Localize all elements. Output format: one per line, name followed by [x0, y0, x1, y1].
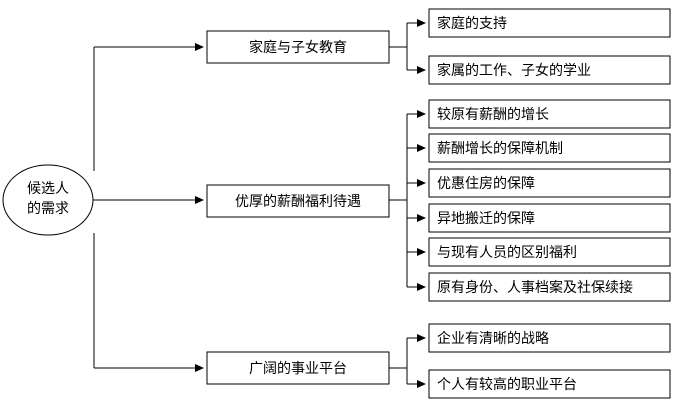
leaf-records-transfer: 原有身份、人事档案及社保续接 — [437, 279, 633, 296]
item-box — [428, 133, 671, 163]
item-box — [428, 237, 671, 267]
item-box — [428, 8, 671, 38]
branch-label: 优厚的薪酬福利待遇 — [235, 194, 361, 210]
leaf-career-platform: 个人有较高的职业平台 — [437, 376, 577, 393]
item-box — [428, 168, 671, 198]
branch-box — [206, 351, 390, 385]
branch-box — [206, 30, 390, 64]
root-label-line-2: 的需求 — [27, 201, 69, 217]
branch-compensation: 优厚的薪酬福利待遇 较原有薪酬的增长 薪酬增长的保障机制 优惠住房的保障 异地搬… — [206, 99, 671, 302]
branch-label: 家庭与子女教育 — [249, 39, 347, 56]
branch-family-education: 家庭与子女教育 家庭的支持 家属的工作、子女的学业 — [206, 8, 671, 85]
item-box — [428, 369, 671, 399]
item-box — [428, 55, 671, 85]
item-box — [428, 203, 671, 233]
branch-box — [206, 184, 390, 218]
root-connectors — [93, 43, 204, 372]
leaf-family-support: 家庭的支持 — [437, 15, 507, 32]
item-box — [428, 99, 671, 129]
leaf-relocation: 异地搬迁的保障 — [437, 211, 535, 227]
root-ellipse — [2, 164, 94, 236]
root-node: 候选人 的需求 — [2, 164, 94, 236]
item-box — [428, 272, 671, 302]
leaf-salary-increase: 较原有薪酬的增长 — [437, 107, 549, 123]
leaf-family-work-study: 家属的工作、子女的学业 — [437, 62, 591, 79]
item-box — [428, 323, 671, 353]
leaf-salary-guarantee: 薪酬增长的保障机制 — [437, 141, 563, 157]
branch-career-platform: 广阔的事业平台 企业有清晰的战略 个人有较高的职业平台 — [206, 323, 671, 399]
leaf-housing: 优惠住房的保障 — [437, 176, 535, 192]
leaf-distinct-welfare: 与现有人员的区别福利 — [437, 245, 577, 261]
branch-label: 广阔的事业平台 — [249, 361, 347, 377]
leaf-clear-strategy: 企业有清晰的战略 — [437, 330, 549, 347]
root-label-line-1: 候选人 — [27, 181, 69, 197]
